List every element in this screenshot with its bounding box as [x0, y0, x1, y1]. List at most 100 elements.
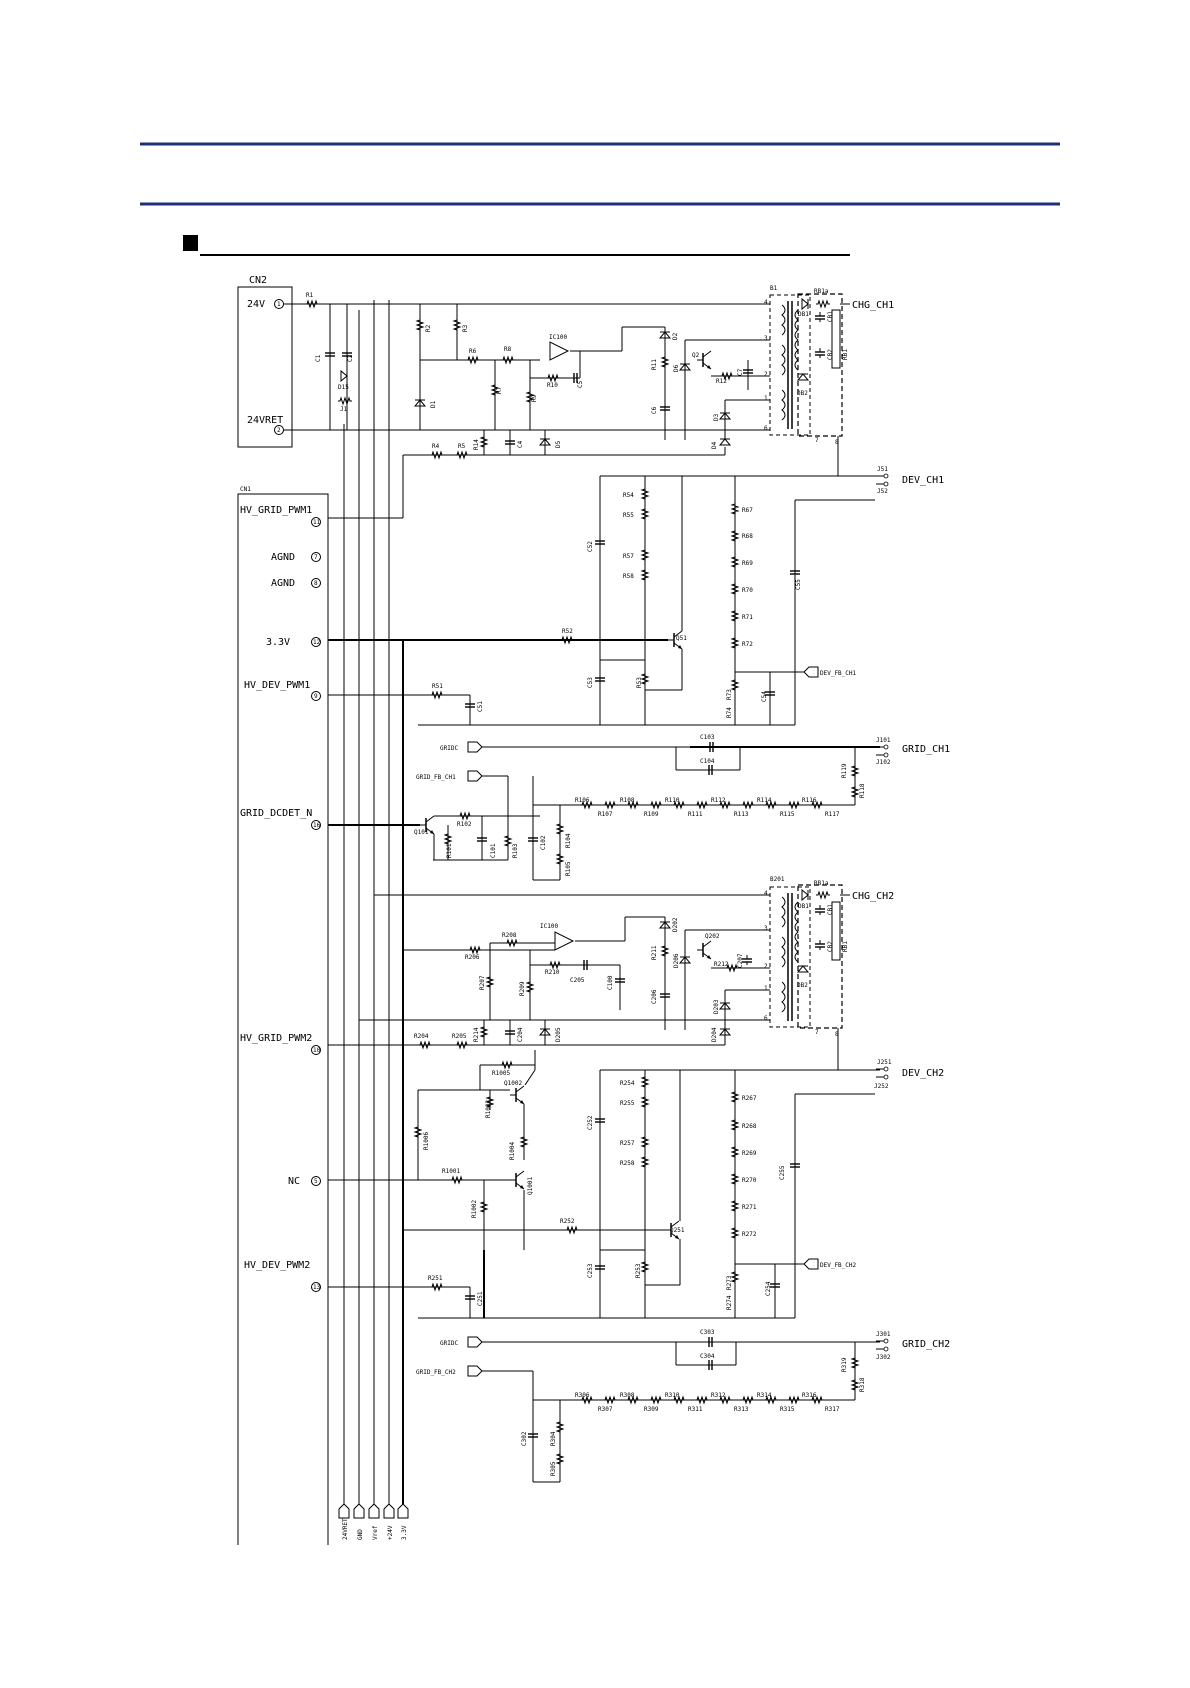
xfmr-pin: 1	[764, 395, 768, 402]
label-c51: C51	[477, 701, 484, 712]
label-d204: D204	[711, 1027, 718, 1042]
label-r4: R4	[432, 443, 440, 450]
label-r54: R54	[623, 492, 634, 499]
ch2-grid-section: GRIDC C303 C304 J301 J302 GRID_CH2 R319 …	[416, 1329, 950, 1483]
label-d3: D3	[713, 413, 720, 421]
label-db1: DB1	[798, 903, 809, 910]
cn1-pin-num: 13	[313, 1284, 321, 1291]
label-r272: R272	[742, 1231, 757, 1238]
label-r270: R270	[742, 1177, 757, 1184]
cn1-pin-label: AGND	[271, 578, 295, 589]
label-r57: R57	[623, 553, 634, 560]
label-j252: J252	[874, 1083, 889, 1090]
label-j301: J301	[876, 1331, 891, 1338]
label-c6: C6	[651, 406, 658, 414]
label-r257: R257	[620, 1140, 635, 1147]
label-q2: Q2	[692, 352, 700, 359]
label-r313: R313	[734, 1406, 749, 1413]
label-r73: R73	[726, 689, 733, 700]
cn1-pin-label: HV_GRID_PWM1	[240, 505, 312, 516]
label-r107: R107	[598, 811, 613, 818]
label-r53: R53	[636, 677, 643, 688]
label-r1006: R1006	[423, 1132, 430, 1150]
label-r7: R7	[496, 386, 503, 394]
ch2-charger-section: B201 4 3 2 1 6 7 8 DB1 RB1a CB1 CB2 DB2 …	[328, 876, 894, 1070]
label-d2: D2	[672, 332, 679, 340]
label-q202: Q202	[705, 933, 720, 940]
label-j302: J302	[876, 1354, 891, 1361]
label-r105: R105	[565, 861, 572, 876]
label-r8: R8	[504, 346, 512, 353]
cn1-pin-label: 3.3V	[266, 637, 290, 648]
xfmr-pin: 4	[764, 890, 768, 897]
label-r116: R116	[802, 797, 817, 804]
label-rb1: RB1	[842, 941, 849, 952]
label-r268: R268	[742, 1123, 757, 1130]
signal-grid-fb-ch2: GRID_FB_CH2	[416, 1369, 456, 1376]
label-rb1a: RB1a	[814, 880, 829, 887]
label-c54: C54	[761, 691, 768, 702]
label-cb1: CB1	[827, 311, 834, 322]
output-grid-ch2: GRID_CH2	[902, 1339, 950, 1350]
label-d203: D203	[713, 999, 720, 1014]
output-dev-ch2: DEV_CH2	[902, 1068, 944, 1079]
label-r273: R273	[726, 1275, 733, 1290]
label-c254: C254	[765, 1281, 772, 1296]
label-r71: R71	[742, 614, 753, 621]
xfmr-pin: 3	[764, 335, 768, 342]
connector-cn2: CN2 24V 1 24VRET 2	[237, 275, 293, 448]
label-q251: Q251	[670, 1227, 685, 1234]
label-r267: R267	[742, 1095, 757, 1102]
label-r115: R115	[780, 811, 795, 818]
label-r104: R104	[565, 833, 572, 848]
label-r253: R253	[635, 1263, 642, 1278]
label-c4: C4	[517, 440, 524, 448]
label-r1005: R1005	[492, 1070, 510, 1077]
label-d206: D206	[673, 953, 680, 968]
label-q51: Q51	[676, 635, 687, 642]
label-r114: R114	[757, 797, 772, 804]
cn1-pin-label: NC	[288, 1176, 300, 1187]
label-r204: R204	[414, 1033, 429, 1040]
label-rb1: RB1	[842, 349, 849, 360]
label-cb1: CB1	[827, 904, 834, 915]
label-c53: C53	[587, 677, 594, 688]
bus-label: +24V	[387, 1525, 394, 1540]
label-r109: R109	[644, 811, 659, 818]
output-dev-ch1: DEV_CH1	[902, 475, 944, 486]
label-b201: B201	[770, 876, 785, 883]
label-r119: R119	[841, 763, 848, 778]
cn1-pin-num: 11	[313, 519, 321, 526]
cn1-pin-label: AGND	[271, 552, 295, 563]
label-r205: R205	[452, 1033, 467, 1040]
label-r306: R306	[575, 1392, 590, 1399]
xfmr-pin: 1	[764, 985, 768, 992]
label-r214: R214	[473, 1027, 480, 1042]
cn1-pin-num: 9	[314, 693, 318, 700]
xfmr-pin: 6	[764, 1015, 768, 1022]
ch1-developer-section: J51 J52 DEV_CH1 R54 R55 R57 R58 C52 C53 …	[328, 466, 944, 726]
label-q101: Q101	[414, 829, 429, 836]
label-c304: C304	[700, 1353, 715, 1360]
label-c7: C7	[737, 368, 744, 376]
label-r51: R51	[432, 683, 443, 690]
cn2-title: CN2	[249, 275, 267, 286]
xfmr-pin: 3	[764, 925, 768, 932]
cn1-pin-label: GRID_DCDET_N	[240, 808, 312, 819]
label-c55: C55	[795, 579, 802, 590]
label-r210: R210	[545, 969, 560, 976]
label-r55: R55	[623, 512, 634, 519]
label-r74: R74	[726, 707, 733, 718]
label-r1: R1	[306, 292, 314, 299]
label-r252: R252	[560, 1218, 575, 1225]
label-r318: R318	[859, 1377, 866, 1392]
label-j51: J51	[877, 466, 888, 473]
cn2-pin-num: 1	[277, 301, 281, 308]
label-c252: C252	[587, 1115, 594, 1130]
label-d205: D205	[555, 1027, 562, 1042]
cn2-pin-num: 2	[277, 427, 281, 434]
label-r5: R5	[458, 443, 466, 450]
label-r309: R309	[644, 1406, 659, 1413]
signal-dev-fb-ch2: DEV_FB_CH2	[820, 1262, 857, 1269]
